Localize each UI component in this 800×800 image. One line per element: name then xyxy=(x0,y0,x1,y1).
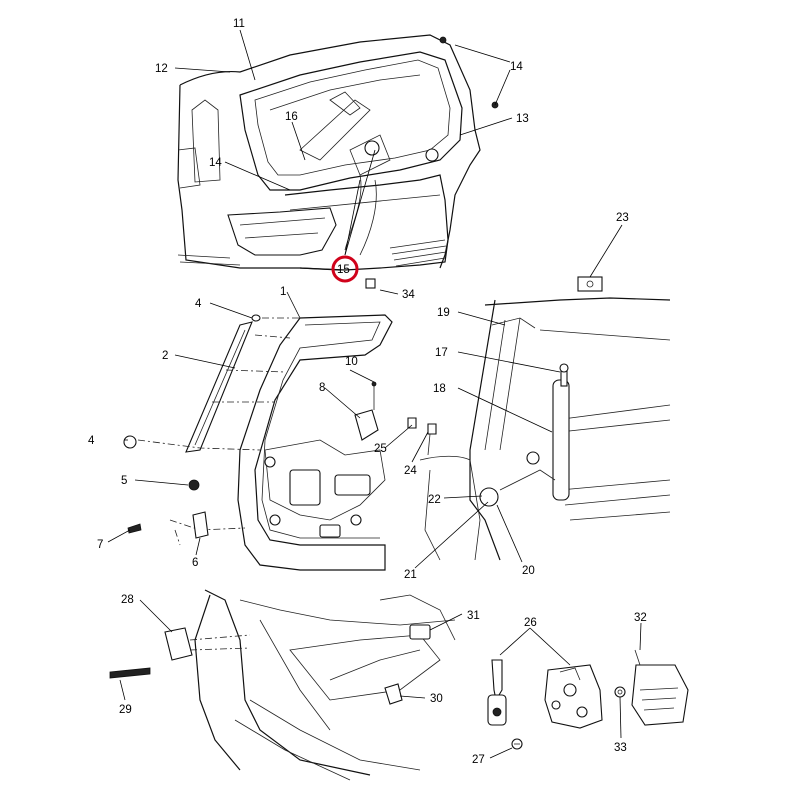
callout-25: 25 xyxy=(374,443,387,455)
callout-8: 8 xyxy=(319,382,325,394)
callout-11: 11 xyxy=(233,18,245,30)
callout-24: 24 xyxy=(404,465,417,477)
callout-20: 20 xyxy=(522,565,535,577)
callout-6: 6 xyxy=(192,557,198,569)
callout-34: 34 xyxy=(402,289,415,301)
callout-29: 29 xyxy=(119,704,132,716)
callout-21: 21 xyxy=(404,569,417,581)
callout-22: 22 xyxy=(428,494,441,506)
callout-4-left: 4 xyxy=(88,435,95,447)
callout-labels: 1 2 4 4 5 6 7 8 10 11 12 13 14 14 15 16 … xyxy=(88,18,647,766)
highlight-circle xyxy=(331,255,359,283)
callout-17: 17 xyxy=(435,347,448,359)
callout-27: 27 xyxy=(472,754,485,766)
support-strut-view xyxy=(419,297,671,561)
callout-13: 13 xyxy=(516,113,529,125)
callout-18: 18 xyxy=(433,383,446,395)
callout-7: 7 xyxy=(97,539,103,551)
callout-1: 1 xyxy=(280,286,286,298)
callout-23: 23 xyxy=(616,212,629,224)
callout-32: 32 xyxy=(634,612,647,624)
part-23-label-plate xyxy=(577,276,603,292)
vehicle-rear-top-view xyxy=(177,34,499,289)
callout-30: 30 xyxy=(430,693,443,705)
callout-4-top: 4 xyxy=(195,298,202,310)
callout-31: 31 xyxy=(467,610,480,622)
callout-26: 26 xyxy=(524,617,537,629)
callout-16: 16 xyxy=(285,111,298,123)
leader-lines xyxy=(107,29,642,759)
callout-15: 15 xyxy=(337,264,350,276)
callout-12: 12 xyxy=(155,63,168,75)
callout-19: 19 xyxy=(437,307,450,319)
callout-2: 2 xyxy=(162,350,168,362)
liftgate-interior-lower-view xyxy=(109,589,456,781)
callout-5: 5 xyxy=(121,475,127,487)
latch-and-handle-parts xyxy=(487,649,689,750)
callout-33: 33 xyxy=(614,742,627,754)
callout-28: 28 xyxy=(121,594,134,606)
callout-14-right: 14 xyxy=(510,61,523,73)
callout-10: 10 xyxy=(345,356,358,368)
liftgate-exploded-view xyxy=(123,314,437,571)
callout-14-left: 14 xyxy=(209,157,222,169)
